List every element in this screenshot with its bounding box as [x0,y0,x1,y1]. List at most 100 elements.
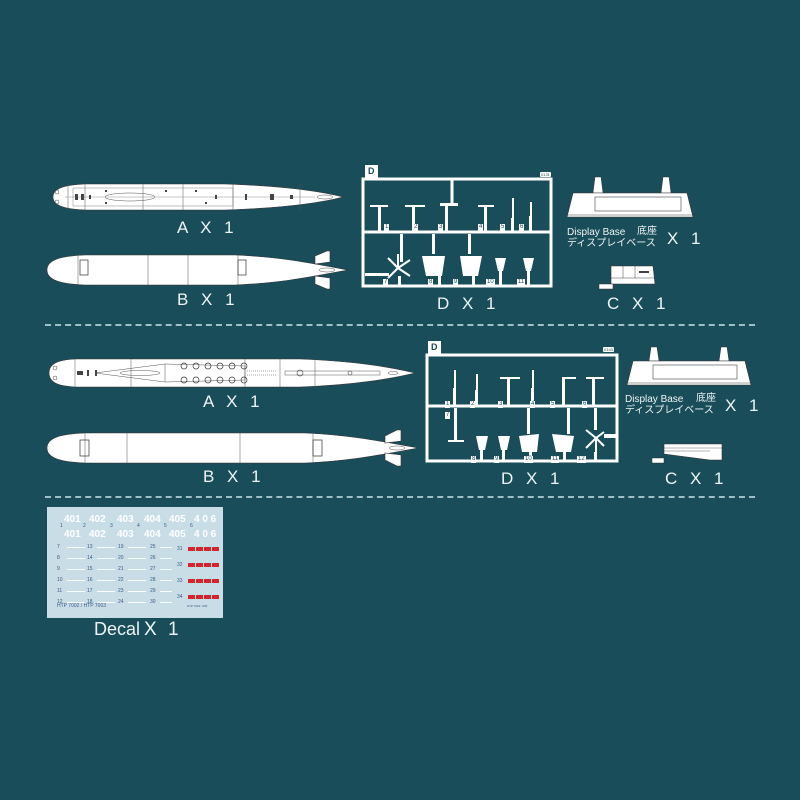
decal-item-number: 27 [150,566,156,572]
part-number: 7 [445,412,451,419]
decal-red-flag [204,547,211,551]
decal-stripe [97,580,115,581]
part-number: 1 [384,224,390,231]
decal-index: 2 [83,523,86,529]
decal-red-flag [204,563,211,567]
decal-stripe [128,591,146,592]
decal-label-text: Decal [94,619,141,639]
decal-stripe [67,558,85,559]
display-base-qty: X 1 [725,396,763,415]
decal-red-flag [204,579,211,583]
part-number: 3 [438,224,444,231]
part-b-hull-bottom [46,250,349,290]
decal-stripe [67,602,85,603]
decal-red-flag [196,595,203,599]
decal-stripe [97,569,115,570]
decal-stripe [160,547,172,548]
decal-item-number: 18 [87,599,93,605]
part-number: 5 [550,401,556,408]
part-number: 6 [519,224,525,231]
decal-stripe [160,602,172,603]
decal-hull-number: 401 [64,514,81,525]
sprue-d-label: D X 1 [501,469,564,488]
decal-item-number: 29 [150,588,156,594]
decal-item-number: 28 [150,577,156,583]
part-number: 5 [500,224,506,231]
part-a-hull-top [48,358,416,388]
part-a-label: A X 1 [203,392,264,411]
decal-item-number: 23 [118,588,124,594]
part-b-hull-bottom [46,429,419,467]
decal-qty: X 1 [144,619,182,640]
decal-stripe [160,580,172,581]
part-number: 8 [428,279,434,286]
sprue-d-frame [425,353,619,463]
decal-item-number: 12 [57,599,63,605]
decal-item-number: 13 [87,544,93,550]
decal-item-number: 14 [87,555,93,561]
decal-item-number: 25 [150,544,156,550]
decal-item-number: 26 [150,555,156,561]
decal-red-flag [188,563,195,567]
decal-hull-number: 401 [64,529,81,540]
decal-stripe [67,580,85,581]
decal-red-flag [188,579,195,583]
part-number: 8 [471,456,477,463]
part-c [651,443,723,464]
decal-stripe [128,547,146,548]
part-number: 2 [470,401,476,408]
decal-red-flag [188,547,195,551]
decal-stripe [160,569,172,570]
decal-stripe [97,547,115,548]
decal-stripe [67,591,85,592]
decal-item-number: 19 [118,544,124,550]
part-c [598,265,656,290]
decal-stripe [128,558,146,559]
display-base-katakana: ディスプレイベース [567,238,656,249]
decal-item-number: 15 [87,566,93,572]
decal-index: 1 [60,523,63,529]
part-c-label: C X 1 [665,469,728,488]
decal-item-number: 11 [57,588,63,594]
decal-item-number: 10 [57,577,63,583]
decal-red-flag [196,547,203,551]
decal-hull-number: 404 [144,514,161,525]
decal-stripe [160,591,172,592]
decal-hull-number: 405 [169,514,186,525]
decal-red-flag [188,595,195,599]
part-number: 10 [486,279,495,286]
sprue-code: 0131 [540,172,551,177]
part-number: 6 [582,401,588,408]
display-base-en: Display Base [625,394,684,405]
decal-red-flag [212,579,219,583]
decal-hull-number: 404 [144,529,161,540]
decal-stripe [160,558,172,559]
decal-item-number: 33 [177,578,183,584]
display-base-en: Display Base [567,227,626,238]
decal-item-number: 9 [57,566,60,572]
decal-item-number: 31 [177,546,183,552]
decal-footer-left: HTP 7002 / HTP 7003 [57,603,107,609]
part-number: 11 [551,456,560,463]
decal-hull-number: 402 [89,514,106,525]
decal-stripe [67,569,85,570]
display-base [626,346,752,386]
decal-item-number: 22 [118,577,124,583]
decal-index: 6 [190,523,193,529]
display-base-qty: X 1 [667,229,705,248]
decal-stripe [67,547,85,548]
part-a-hull-top [52,183,345,211]
decal-item-number: 34 [177,594,183,600]
decal-sheet: 401 402 403 404 405 4 0 6 1 2 3 4 5 6 40… [47,507,223,618]
part-number: 12 [577,456,586,463]
part-c-label: C X 1 [607,294,670,313]
decal-hull-number: 4 0 6 [194,514,217,525]
sprue-d-frame [361,177,553,288]
decal-stripe [97,558,115,559]
decal-stripe [128,569,146,570]
part-number: 10 [524,456,533,463]
part-number: 4 [530,401,536,408]
decal-red-flag [196,563,203,567]
decal-hull-number: 402 [89,529,106,540]
